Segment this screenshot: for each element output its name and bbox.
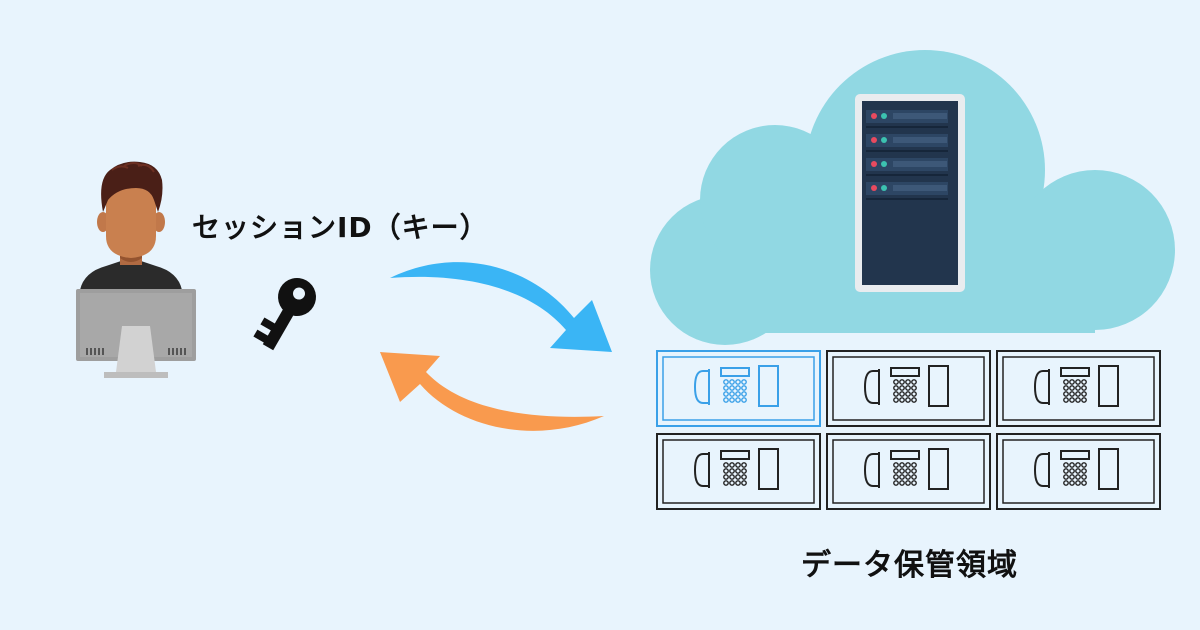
session-id-label: セッションID（キー）	[192, 211, 489, 244]
safe-icon	[656, 433, 821, 510]
request-arrow	[390, 262, 612, 352]
storage-safes	[656, 350, 1161, 510]
storage-label: データ保管領域	[801, 548, 1018, 583]
safe-icon	[996, 350, 1161, 427]
key-icon	[253, 278, 316, 351]
safe-icon	[826, 350, 991, 427]
safe-icon	[826, 433, 991, 510]
user-at-computer-icon	[76, 161, 196, 378]
response-arrow	[380, 352, 604, 431]
server-rack-icon	[855, 94, 965, 292]
safe-icon	[656, 350, 821, 427]
safe-icon	[996, 433, 1161, 510]
